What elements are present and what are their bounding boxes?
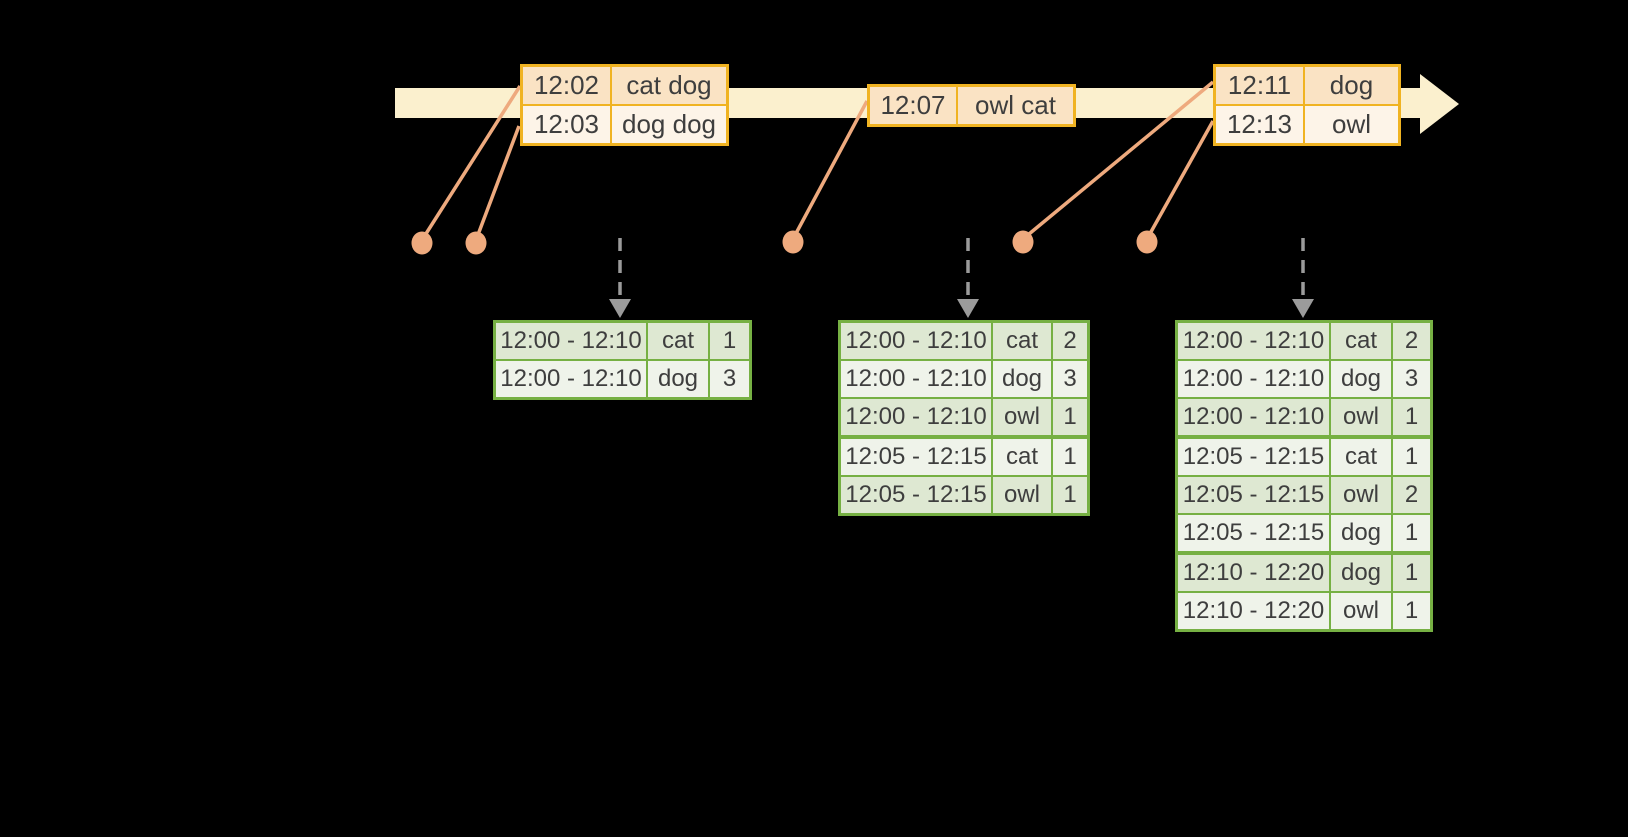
result-window: 12:05 - 12:15 xyxy=(841,477,991,513)
result-count: 2 xyxy=(1393,477,1430,513)
event-dot-icon xyxy=(411,231,433,255)
result-window: 12:10 - 12:20 xyxy=(1178,593,1329,629)
result-word: cat xyxy=(1331,323,1391,359)
trigger-arrow-icon xyxy=(1292,238,1314,318)
result-count: 1 xyxy=(1393,555,1430,591)
result-word: dog xyxy=(1331,515,1391,551)
result-word: owl xyxy=(993,477,1051,513)
result-word: cat xyxy=(1331,439,1391,475)
event-words: dog xyxy=(1305,67,1398,104)
result-count: 1 xyxy=(1393,439,1430,475)
result-window: 12:05 - 12:15 xyxy=(1178,439,1329,475)
event-words: owl cat xyxy=(958,87,1073,124)
connector-line xyxy=(1145,120,1215,240)
event-words: cat dog xyxy=(612,67,726,104)
trigger-arrow-icon xyxy=(609,238,631,318)
result-window: 12:00 - 12:10 xyxy=(1178,399,1329,435)
result-count: 3 xyxy=(1393,361,1430,397)
result-count: 1 xyxy=(1393,399,1430,435)
result-word: cat xyxy=(648,323,708,359)
result-window: 12:00 - 12:10 xyxy=(1178,323,1329,359)
result-window: 12:00 - 12:10 xyxy=(841,323,991,359)
result-count: 1 xyxy=(710,323,749,359)
result-count: 1 xyxy=(1393,593,1430,629)
event-dot-icon xyxy=(465,231,487,255)
result-count: 1 xyxy=(1053,477,1087,513)
result-count: 1 xyxy=(1053,399,1087,435)
result-word: owl xyxy=(1331,593,1391,629)
event-time: 12:02 xyxy=(523,67,610,104)
trigger-arrow-icon xyxy=(957,238,979,318)
result-word: cat xyxy=(993,439,1051,475)
result-word: owl xyxy=(993,399,1051,435)
result-window: 12:00 - 12:10 xyxy=(496,323,646,359)
event-words: dog dog xyxy=(612,106,726,143)
result-count: 1 xyxy=(1393,515,1430,551)
result-count: 2 xyxy=(1393,323,1430,359)
result-window: 12:05 - 12:15 xyxy=(1178,515,1329,551)
result-count: 3 xyxy=(710,361,749,397)
result-word: dog xyxy=(648,361,708,397)
result-window: 12:05 - 12:15 xyxy=(1178,477,1329,513)
result-window: 12:00 - 12:10 xyxy=(496,361,646,397)
event-dot-icon xyxy=(1136,230,1158,254)
result-window: 12:10 - 12:20 xyxy=(1178,555,1329,591)
event-dot-icon xyxy=(782,230,804,254)
result-word: owl xyxy=(1331,477,1391,513)
result-word: dog xyxy=(993,361,1051,397)
result-count: 1 xyxy=(1053,439,1087,475)
result-word: owl xyxy=(1331,399,1391,435)
event-time: 12:03 xyxy=(523,106,610,143)
event-time: 12:07 xyxy=(870,87,956,124)
result-word: dog xyxy=(1331,555,1391,591)
event-words: owl xyxy=(1305,106,1398,143)
result-word: dog xyxy=(1331,361,1391,397)
event-time: 12:13 xyxy=(1216,106,1303,143)
event-dot-icon xyxy=(1012,230,1034,254)
result-word: cat xyxy=(993,323,1051,359)
event-time: 12:11 xyxy=(1216,67,1303,104)
result-count: 2 xyxy=(1053,323,1087,359)
connector-line xyxy=(474,125,521,241)
result-window: 12:00 - 12:10 xyxy=(841,361,991,397)
result-count: 3 xyxy=(1053,361,1087,397)
result-window: 12:00 - 12:10 xyxy=(1178,361,1329,397)
connector-line xyxy=(791,100,869,240)
result-window: 12:00 - 12:10 xyxy=(841,399,991,435)
result-window: 12:05 - 12:15 xyxy=(841,439,991,475)
timeline-arrowhead-icon xyxy=(1420,74,1459,134)
